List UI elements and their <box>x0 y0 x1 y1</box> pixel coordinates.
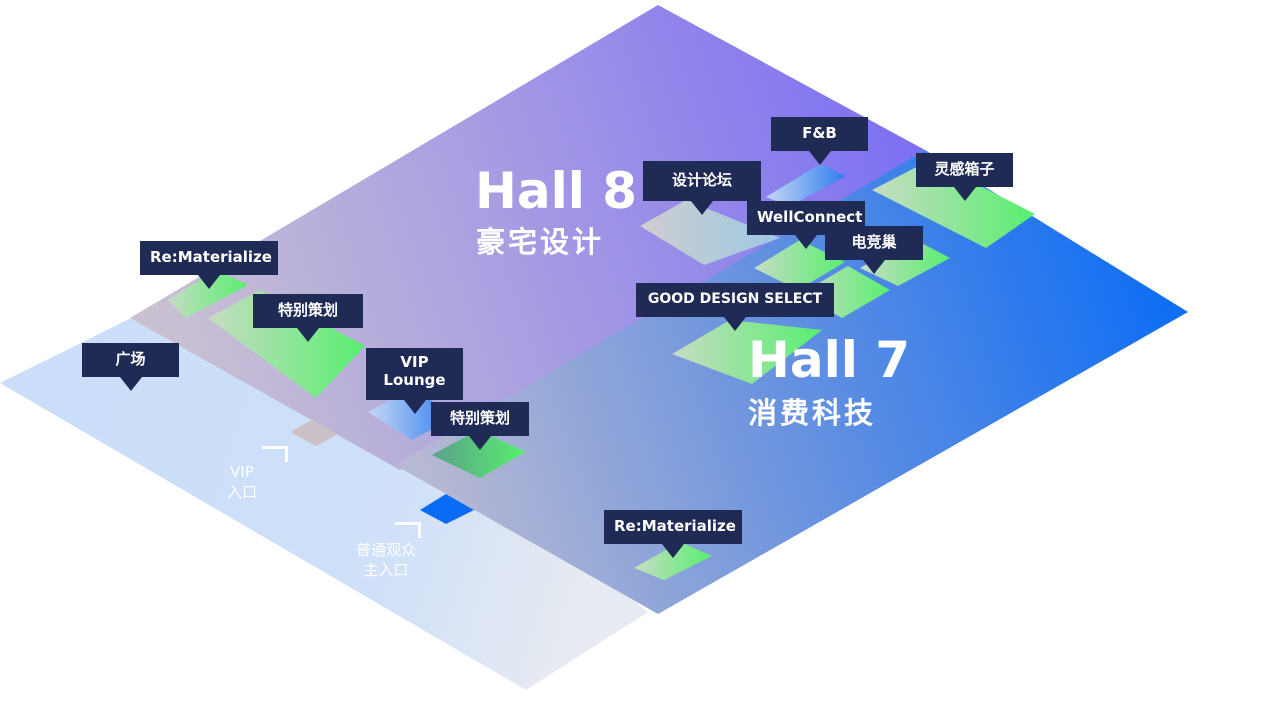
entrance-text: 入口 <box>226 483 257 501</box>
label-special-1[interactable]: 特别策划 <box>253 294 363 342</box>
label-text: F&B <box>802 124 837 142</box>
booth-special-2 <box>432 430 526 478</box>
label-good-design[interactable]: GOOD DESIGN SELECT <box>636 283 834 331</box>
main-entrance-label[interactable]: 普通观众 主入口 <box>346 540 426 580</box>
hall7-floor <box>395 150 1188 614</box>
label-plaza[interactable]: 广场 <box>82 343 179 391</box>
label-text: GOOD DESIGN SELECT <box>647 291 823 307</box>
label-text: Re:Materialize <box>150 248 272 266</box>
plaza-floor <box>0 277 648 690</box>
entrance-text: 普通观众 <box>355 541 416 559</box>
label-text: 设计论坛 <box>671 171 732 189</box>
label-text: VIP <box>400 353 429 371</box>
hall8-title: Hall 8 <box>475 162 638 220</box>
booth-special-1 <box>208 290 365 398</box>
label-text: 广场 <box>115 350 146 368</box>
booth-rematerialize-bottom <box>634 542 712 580</box>
label-rematerialize-bottom[interactable]: Re:Materialize <box>604 510 742 558</box>
booth-blue-entry <box>420 494 474 524</box>
label-fnb[interactable]: F&B <box>771 117 868 165</box>
hall8-subtitle: 豪宅设计 <box>476 225 605 259</box>
label-text: WellConnect <box>757 208 863 226</box>
booth-rematerialize-top <box>168 270 248 318</box>
booth-fnb <box>766 164 846 206</box>
label-text: Lounge <box>383 371 446 389</box>
booth-gray <box>290 420 338 446</box>
booth-inspiration <box>872 160 1035 248</box>
vip-entrance-marker <box>262 446 288 462</box>
label-text: Re:Materialize <box>614 517 736 535</box>
label-special-2[interactable]: 特别策划 <box>431 402 529 450</box>
label-text: 灵感箱子 <box>934 160 995 178</box>
label-text: 特别策划 <box>277 301 338 319</box>
label-vip-lounge[interactable]: VIP Lounge <box>366 348 463 414</box>
label-design-forum[interactable]: 设计论坛 <box>643 161 761 215</box>
main-entrance-marker <box>395 522 421 538</box>
hall7-title: Hall 7 <box>748 331 911 389</box>
booth-esports <box>860 238 950 286</box>
vip-entrance-label[interactable]: VIP 入口 <box>218 462 266 502</box>
entrance-text: 主入口 <box>363 561 409 579</box>
label-inspiration-box[interactable]: 灵感箱子 <box>916 153 1013 201</box>
label-text: 特别策划 <box>449 409 510 427</box>
label-esports[interactable]: 电竞巢 <box>825 226 923 274</box>
entrance-text: VIP <box>230 463 254 481</box>
booth-wellconnect <box>754 240 845 290</box>
booth-design-forum <box>640 200 780 265</box>
booth-good-design <box>672 320 822 384</box>
hall7-subtitle: 消费科技 <box>748 396 877 430</box>
label-rematerialize-top[interactable]: Re:Materialize <box>140 241 278 289</box>
label-text: 电竞巢 <box>851 233 897 251</box>
